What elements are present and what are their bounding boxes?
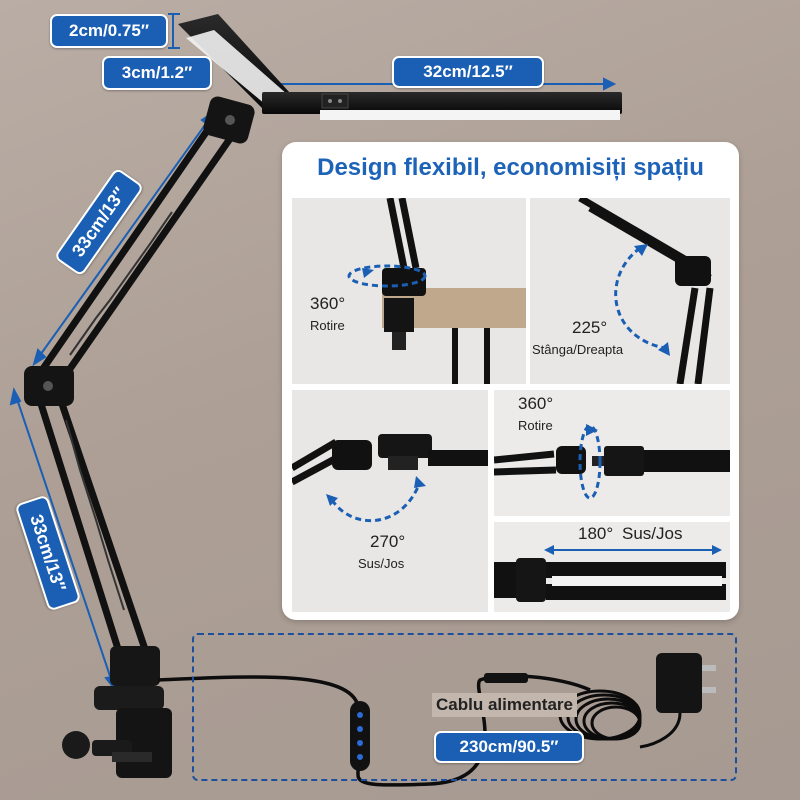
upper-arm-dimension-line — [32, 109, 216, 367]
head-rotation-tile: 360° Rotire — [494, 390, 730, 516]
tile1-label: Rotire — [310, 318, 345, 333]
head-length-label: 32cm/12.5″ — [392, 56, 544, 88]
tile5-angle: 180° — [578, 524, 614, 543]
lamp-head — [178, 14, 622, 120]
left-right-tile: 225° Stânga/Dreapta — [530, 198, 730, 384]
lamp-clamp — [62, 646, 172, 778]
tile2-label: Stânga/Dreapta — [532, 342, 624, 357]
tile4-label: Rotire — [518, 418, 553, 433]
tile3-angle: 270° — [370, 532, 406, 551]
tile4-angle: 360° — [518, 394, 554, 413]
cable-length-label: 230cm/90.5″ — [434, 731, 584, 763]
tile5-label: Sus/Jos — [622, 524, 683, 543]
tile1-angle: 360° — [310, 294, 346, 313]
lower-arm-spring — [65, 419, 125, 611]
head-thickness-dimension-line — [168, 13, 180, 49]
head-fold-tile: 180° Sus/Jos — [494, 522, 730, 612]
upper-arm — [34, 108, 240, 390]
cable-label: Cablu alimentare — [432, 693, 577, 717]
power-adapter — [639, 653, 716, 749]
upper-arm-spring — [69, 211, 173, 356]
tile3-label: Sus/Jos — [358, 556, 405, 571]
panel-title: Design flexibil, economisiți spațiu — [317, 154, 704, 181]
cable-section: Cablu alimentare 230cm/90.5″ — [192, 633, 737, 781]
head-thickness-label: 2cm/0.75″ — [50, 14, 168, 48]
lower-arm — [32, 384, 154, 672]
rotation-tile: 360° Rotire — [292, 198, 526, 384]
feature-panel: Design flexibil, economisiți spațiu 360°… — [282, 142, 739, 620]
head-width-label: 3cm/1.2″ — [102, 56, 212, 90]
tile2-angle: 225° — [572, 318, 608, 337]
up-down-tile: 270° Sus/Jos — [292, 390, 488, 612]
inline-dimmer-switch — [350, 701, 370, 771]
